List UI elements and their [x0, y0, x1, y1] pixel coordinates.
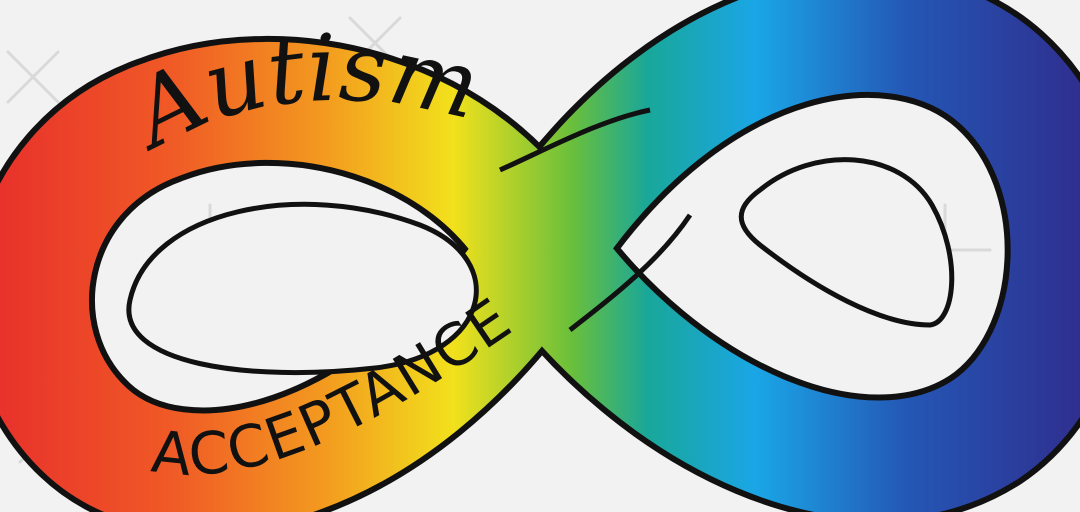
sticker-canvas: Autism ACCEPTANCE: [0, 0, 1080, 512]
rainbow-infinity-icon: [0, 0, 1080, 512]
autism-acceptance-artwork: Autism ACCEPTANCE: [0, 0, 1080, 512]
